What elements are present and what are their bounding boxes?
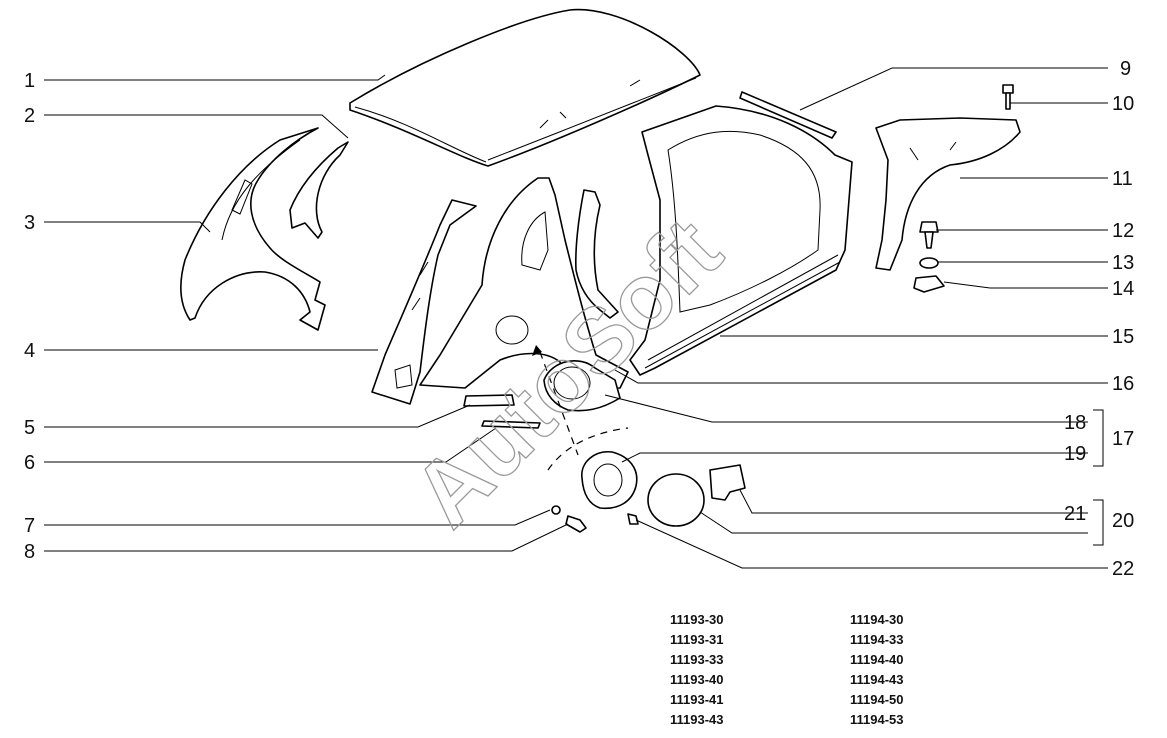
bumper-22 xyxy=(627,513,639,525)
assembly-arrow xyxy=(532,345,542,356)
bolt-10 xyxy=(1002,84,1014,110)
callout-7: 7 xyxy=(24,515,35,537)
callout-9: 9 xyxy=(1120,58,1131,80)
callout-11: 11 xyxy=(1112,168,1133,190)
model-code: 11194-53 xyxy=(850,712,904,727)
center-pillar xyxy=(575,189,619,319)
rear-quarter-inner xyxy=(180,127,326,331)
callout-4: 4 xyxy=(24,340,35,362)
assembly-line xyxy=(539,351,579,456)
callout-17: 17 xyxy=(1112,428,1134,450)
rear-pillar-inner xyxy=(289,141,349,239)
callout-5: 5 xyxy=(24,417,35,439)
callout-21: 21 xyxy=(1064,503,1086,525)
front-fender xyxy=(875,117,1021,271)
fuel-filler-housing xyxy=(543,360,621,412)
clip-14 xyxy=(913,275,945,293)
callout-18: 18 xyxy=(1064,412,1086,434)
callout-12: 12 xyxy=(1112,220,1134,242)
screw-12 xyxy=(919,221,939,249)
model-code: 11193-31 xyxy=(670,632,724,647)
assembly-arc xyxy=(547,427,629,471)
callout-19: 19 xyxy=(1064,443,1086,465)
callout-3: 3 xyxy=(24,212,35,234)
wheel-arch-strip xyxy=(481,420,541,429)
model-code: 11193-30 xyxy=(670,612,724,627)
callout-14: 14 xyxy=(1112,278,1134,300)
rear-pillar-reinforcement xyxy=(371,199,477,405)
roof-panel xyxy=(349,8,701,167)
callout-1: 1 xyxy=(24,70,35,92)
callout-6: 6 xyxy=(24,452,35,474)
model-code: 11194-30 xyxy=(850,612,904,627)
callout-2: 2 xyxy=(24,105,35,127)
sill-strip-rear xyxy=(463,394,515,407)
nut-7 xyxy=(551,505,561,515)
model-code: 11193-33 xyxy=(670,652,724,667)
callout-13: 13 xyxy=(1112,252,1134,274)
model-code: 11193-43 xyxy=(670,712,724,727)
callout-15: 15 xyxy=(1112,326,1134,348)
callout-labels-right: 9 10 11 12 13 14 15 16 18 19 21 22 17 20 xyxy=(1064,58,1134,580)
callout-8: 8 xyxy=(24,541,35,563)
fuel-door-hinge xyxy=(709,464,746,501)
callout-20: 20 xyxy=(1112,510,1134,532)
model-code: 11193-41 xyxy=(670,692,724,707)
roof-rail-strip xyxy=(739,91,837,139)
fuel-filler-door xyxy=(647,473,705,527)
leader-lines xyxy=(44,67,1108,569)
washer-13 xyxy=(919,257,939,269)
model-code: 11194-40 xyxy=(850,652,904,667)
model-code: 11194-43 xyxy=(850,672,904,687)
model-code: 11193-40 xyxy=(670,672,724,687)
rear-quarter-outer-panel xyxy=(419,177,629,391)
model-code: 11194-33 xyxy=(850,632,904,647)
model-codes-col1: 11193-30 11193-31 11193-33 11193-40 1119… xyxy=(670,612,724,727)
callout-labels-left: 1 2 3 4 5 6 7 8 xyxy=(24,70,35,563)
model-code: 11194-50 xyxy=(850,692,904,707)
model-codes-col2: 11194-30 11194-33 11194-40 11194-43 1119… xyxy=(850,612,904,727)
fuel-filler-pocket xyxy=(581,451,638,510)
callout-10: 10 xyxy=(1112,93,1134,115)
callout-22: 22 xyxy=(1112,558,1134,580)
bolt-8 xyxy=(565,515,587,533)
body-side-frame xyxy=(629,105,853,376)
callout-16: 16 xyxy=(1112,373,1134,395)
